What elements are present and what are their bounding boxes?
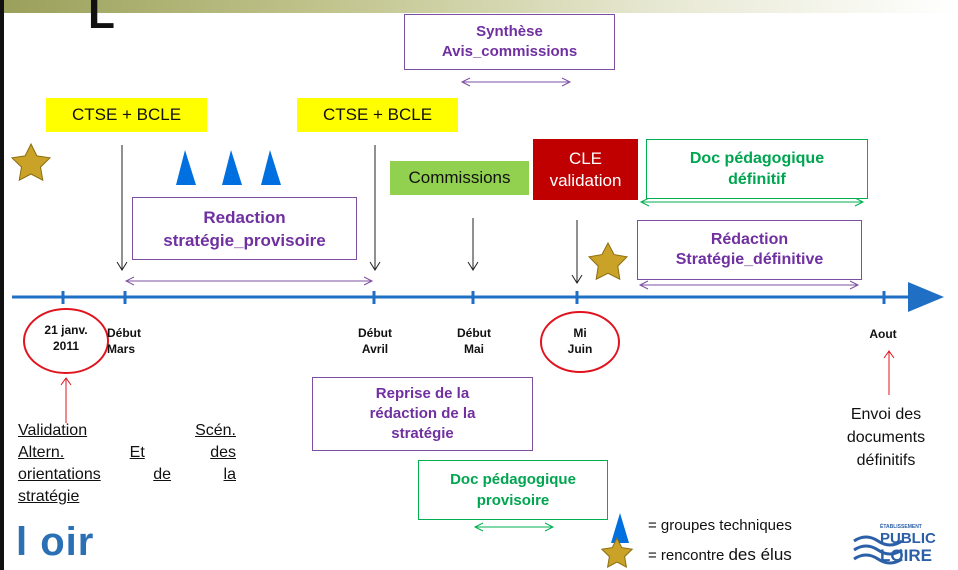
note-word: la [223,466,236,483]
doc-provisoire-line1: Doc pédagogique [450,471,576,488]
triangle-icon [261,150,281,185]
star-icon [587,241,629,281]
timeline-label-line: 2011 [52,339,80,353]
envoi-note: Envoi des documents définitifs [816,403,956,472]
meeting-box-ctse-bcle-1: CTSE + BCLE [46,98,207,132]
timeline-label-line: Aout [869,327,897,341]
doc-definitif-line2: définitif [728,171,786,188]
legend-star-text: = rencontre des élus [648,545,792,565]
doc-provisoire-line2: provisoire [476,492,550,509]
legend-star-prefix: = rencontre [648,547,725,564]
reprise-line3: stratégie [391,425,454,442]
timeline-label-line: Mars [107,342,136,356]
note-word: Scén. [195,422,236,439]
timeline-label-line: Mai [463,342,484,356]
note-word: Et [129,444,145,461]
logo-right-word2: LOIRE [880,546,932,565]
commissions-box: Commissions [390,161,529,195]
logo-left: l oir [16,520,94,564]
note-word: de [153,466,172,483]
redaction-definitive-box: Rédaction Stratégie_définitive [637,220,862,280]
logo-right-word1: PUBLIC [880,530,936,547]
timeline-label-line: 21 janv. [44,323,88,337]
cle-validation-box: CLE validation [533,139,638,200]
timeline-label-avril: Début Avril [350,325,400,357]
left-border [0,0,4,570]
cle-line2: validation [549,170,622,190]
synthese-box: Synthèse Avis_commissions [404,14,615,70]
legend-triangle-text: = groupes techniques [648,517,792,534]
triangle-icon [611,513,629,543]
reprise-box: Reprise de la rédaction de la stratégie [312,377,533,451]
timeline-label-janvier: 21 janv. 2011 [24,322,108,354]
doc-provisoire-box: Doc pédagogique provisoire [418,460,608,520]
logo-loire-waves [853,535,903,565]
top-decorative-band [0,0,958,13]
elected-meeting-stars [10,142,634,569]
date-circle-juin [540,311,620,373]
logo-right-small: ÉTABLISSEMENT [880,524,922,530]
synthese-line2: Avis_commissions [441,43,578,60]
timeline-label-line: Juin [567,342,593,356]
date-circle-janvier [23,308,109,374]
timeline-label-mai: Début Mai [449,325,499,357]
triangle-icon [176,150,196,185]
timeline-label-line: Avril [361,342,389,356]
star-icon [10,142,52,182]
timeline-label-line: Début [358,326,392,340]
redaction-definitive-line2: Stratégie_définitive [675,251,824,268]
timeline-label-mars: Début Mars [103,325,157,357]
triangle-icon [222,150,242,185]
note-word: orientations [18,466,101,483]
redaction-definitive-line1: Rédaction [710,231,789,248]
validation-note: Validation Scén. Altern. Et des orientat… [18,420,236,508]
down-arrows [116,145,583,284]
timeline-label-line: Mi [573,326,587,340]
legend-star-suffix: des élus [728,545,792,564]
green-span-arrows [473,197,865,532]
note-word: stratégie [18,488,80,505]
slide-letter: L [88,0,115,38]
reprise-line2: rédaction de la [369,405,476,422]
timeline-label-line: Début [457,326,491,340]
cle-line1: CLE [568,148,603,168]
timeline-ticks [61,291,886,304]
meeting-box-ctse-bcle-2: CTSE + BCLE [297,98,458,132]
timeline-label-line: Début [107,326,141,340]
doc-definitif-box: Doc pédagogique définitif [646,139,868,199]
note-word: Altern. [18,444,65,461]
envoi-line: documents [846,429,926,446]
envoi-line: Envoi des [850,406,922,423]
envoi-line: définitifs [856,452,916,469]
redaction-provisoire-box: Redaction stratégie_provisoire [132,197,357,260]
note-word: des [210,444,236,461]
logo-right: ÉTABLISSEMENT PUBLIC LOIRE [880,524,958,564]
doc-definitif-line1: Doc pédagogique [689,150,825,167]
redaction-provisoire-line2: stratégie_provisoire [163,230,326,250]
technical-group-triangles [176,150,629,543]
redaction-provisoire-line1: Redaction [203,207,286,227]
star-icon [600,536,634,569]
logo-left-text: l oir [16,520,95,564]
up-arrows-red [60,350,895,423]
reprise-line1: Reprise de la [375,385,470,402]
timeline-label-juin: Mi Juin [555,325,605,357]
note-word: Validation [18,422,88,439]
timeline-label-aout: Aout [858,326,908,342]
synthese-line1: Synthèse [476,23,543,40]
